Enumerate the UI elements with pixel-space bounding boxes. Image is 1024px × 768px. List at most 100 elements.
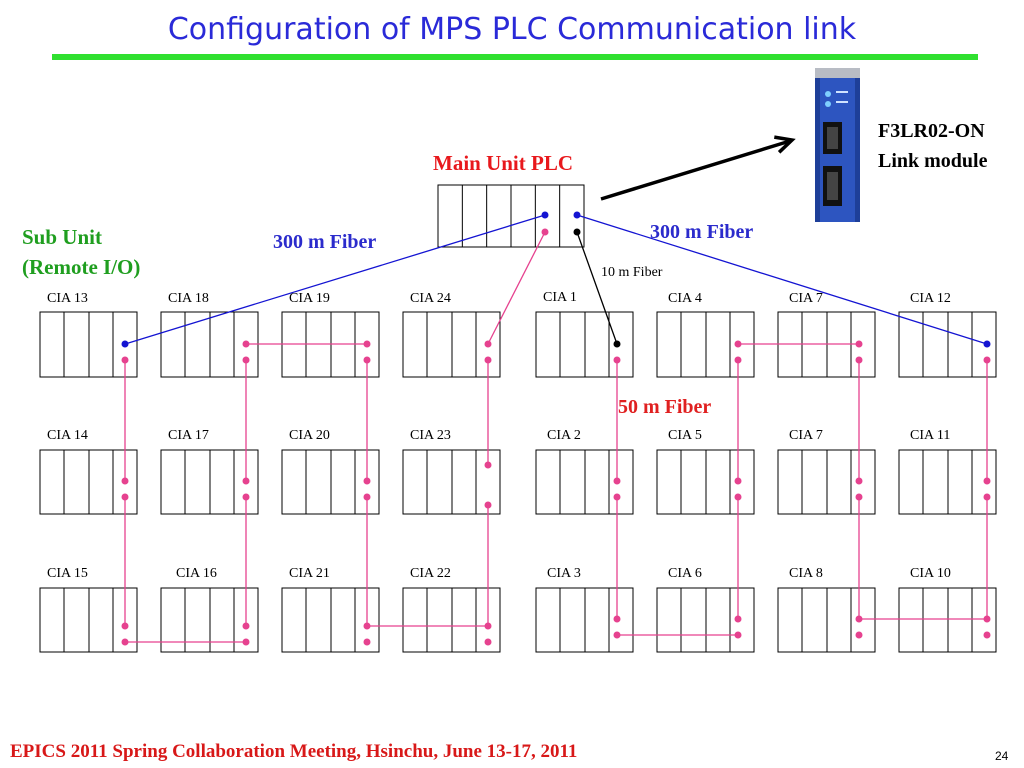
fiber-port-dot — [734, 615, 742, 623]
fiber-port-dot — [484, 501, 492, 509]
unit-label: CIA 21 — [289, 566, 330, 581]
remote-unit-cia-18 — [160, 311, 259, 378]
fiber-port-dot — [613, 356, 621, 364]
remote-unit-cia-21 — [281, 587, 380, 653]
fiber-port-dot — [363, 477, 371, 485]
fiber-port-dot — [484, 622, 492, 630]
unit-label: CIA 12 — [910, 291, 951, 306]
unit-label: CIA 4 — [668, 291, 702, 306]
unit-label: CIA 7 — [789, 428, 823, 443]
unit-label: CIA 20 — [289, 428, 330, 443]
slide-footer: EPICS 2011 Spring Collaboration Meeting,… — [10, 741, 577, 762]
fiber-port-dot — [983, 493, 991, 501]
unit-label: CIA 18 — [168, 291, 209, 306]
fiber-port-dot — [734, 356, 742, 364]
unit-label: CIA 3 — [547, 566, 581, 581]
module-left-edge — [815, 78, 820, 222]
fiber-port-dot — [242, 638, 250, 646]
unit-label: CIA 22 — [410, 566, 451, 581]
unit-label: CIA 5 — [668, 428, 702, 443]
fiber-port-dot — [484, 461, 492, 469]
fiber-port-dot — [613, 340, 621, 348]
fiber-port-dot — [541, 211, 549, 219]
fiber-port-dot — [121, 477, 129, 485]
fiber-port-dot — [363, 638, 371, 646]
arrowhead-icon — [774, 135, 796, 154]
unit-label: CIA 13 — [47, 291, 88, 306]
fiber-port-dot — [121, 356, 129, 364]
fiber-port-dot — [121, 340, 129, 348]
unit-label: CIA 8 — [789, 566, 823, 581]
remote-unit-cia-13 — [39, 311, 138, 378]
pointer-arrow — [600, 135, 796, 201]
unit-label: CIA 10 — [910, 566, 951, 581]
unit-label: CIA 14 — [47, 428, 88, 443]
remote-unit-cia-24 — [402, 311, 501, 378]
chassis-layer — [39, 184, 997, 653]
fiber-port-dot — [363, 493, 371, 501]
main-unit-plc-chassis — [437, 184, 585, 248]
fiber-port-dot — [363, 622, 371, 630]
sub-unit-sublabel: (Remote I/O) — [22, 255, 140, 279]
fiber-port-dot — [613, 493, 621, 501]
fiber-port-dot — [242, 356, 250, 364]
module-marking — [836, 101, 848, 103]
connector-dot-layer — [121, 211, 991, 646]
module-marking — [836, 91, 848, 93]
fiber-port-dot — [242, 622, 250, 630]
fiber-link-loop-left — [487, 231, 546, 345]
fiber-port-dot — [484, 340, 492, 348]
unit-label: CIA 11 — [910, 428, 950, 443]
fiber-label-loop: 50 m Fiber — [618, 396, 711, 418]
fiber-port-dot — [484, 356, 492, 364]
fiber-port-dot — [855, 631, 863, 639]
fiber-port-dot — [983, 356, 991, 364]
fiber-port-dot — [734, 493, 742, 501]
slide-title: Configuration of MPS PLC Communication l… — [168, 12, 857, 47]
fiber-port-dot — [734, 340, 742, 348]
remote-unit-cia-22 — [402, 587, 501, 653]
module-type-label: Link module — [878, 150, 988, 172]
fiber-port-dot — [855, 477, 863, 485]
unit-label: CIA 19 — [289, 291, 330, 306]
remote-unit-cia-12 — [898, 311, 997, 378]
fiber-port-dot — [363, 356, 371, 364]
fiber-port-dot — [541, 228, 549, 236]
unit-label: CIA 7 — [789, 291, 823, 306]
unit-label: CIA 23 — [410, 428, 451, 443]
fiber-label-short: 10 m Fiber — [601, 265, 663, 280]
fiber-port-dot — [734, 477, 742, 485]
fiber-link-300m-right — [576, 214, 988, 345]
fiber-port-dot — [855, 356, 863, 364]
fiber-port-dot — [242, 340, 250, 348]
remote-unit-cia-11 — [898, 449, 997, 515]
module-right-edge — [855, 78, 860, 222]
module-top-cap — [815, 68, 860, 78]
unit-label: CIA 15 — [47, 566, 88, 581]
fiber-port-dot — [242, 493, 250, 501]
fiber-port-dot — [242, 477, 250, 485]
arrow-shaft — [600, 139, 791, 201]
remote-unit-cia-15 — [39, 587, 138, 653]
remote-unit-cia-20 — [281, 449, 380, 515]
fiber-label-left: 300 m Fiber — [273, 231, 376, 253]
fiber-port-dot — [613, 631, 621, 639]
remote-unit-cia-23 — [402, 449, 501, 515]
fiber-link-10m — [576, 231, 618, 345]
fiber-port-dot — [363, 340, 371, 348]
unit-label: CIA 1 — [543, 290, 577, 305]
link-module-photo — [815, 68, 860, 222]
fiber-link-layer — [124, 214, 988, 643]
fiber-port-dot — [983, 340, 991, 348]
fiber-port-dot — [734, 631, 742, 639]
fiber-port-dot — [121, 622, 129, 630]
fiber-connector-socket — [827, 172, 838, 200]
status-led-icon — [825, 91, 831, 97]
title-underline-bar — [52, 54, 978, 60]
sub-unit-label: Sub Unit — [22, 225, 102, 249]
fiber-label-right: 300 m Fiber — [650, 221, 753, 243]
fiber-port-dot — [855, 615, 863, 623]
unit-label: CIA 16 — [176, 566, 217, 581]
unit-label: CIA 24 — [410, 291, 451, 306]
fiber-connector-socket — [827, 127, 838, 149]
